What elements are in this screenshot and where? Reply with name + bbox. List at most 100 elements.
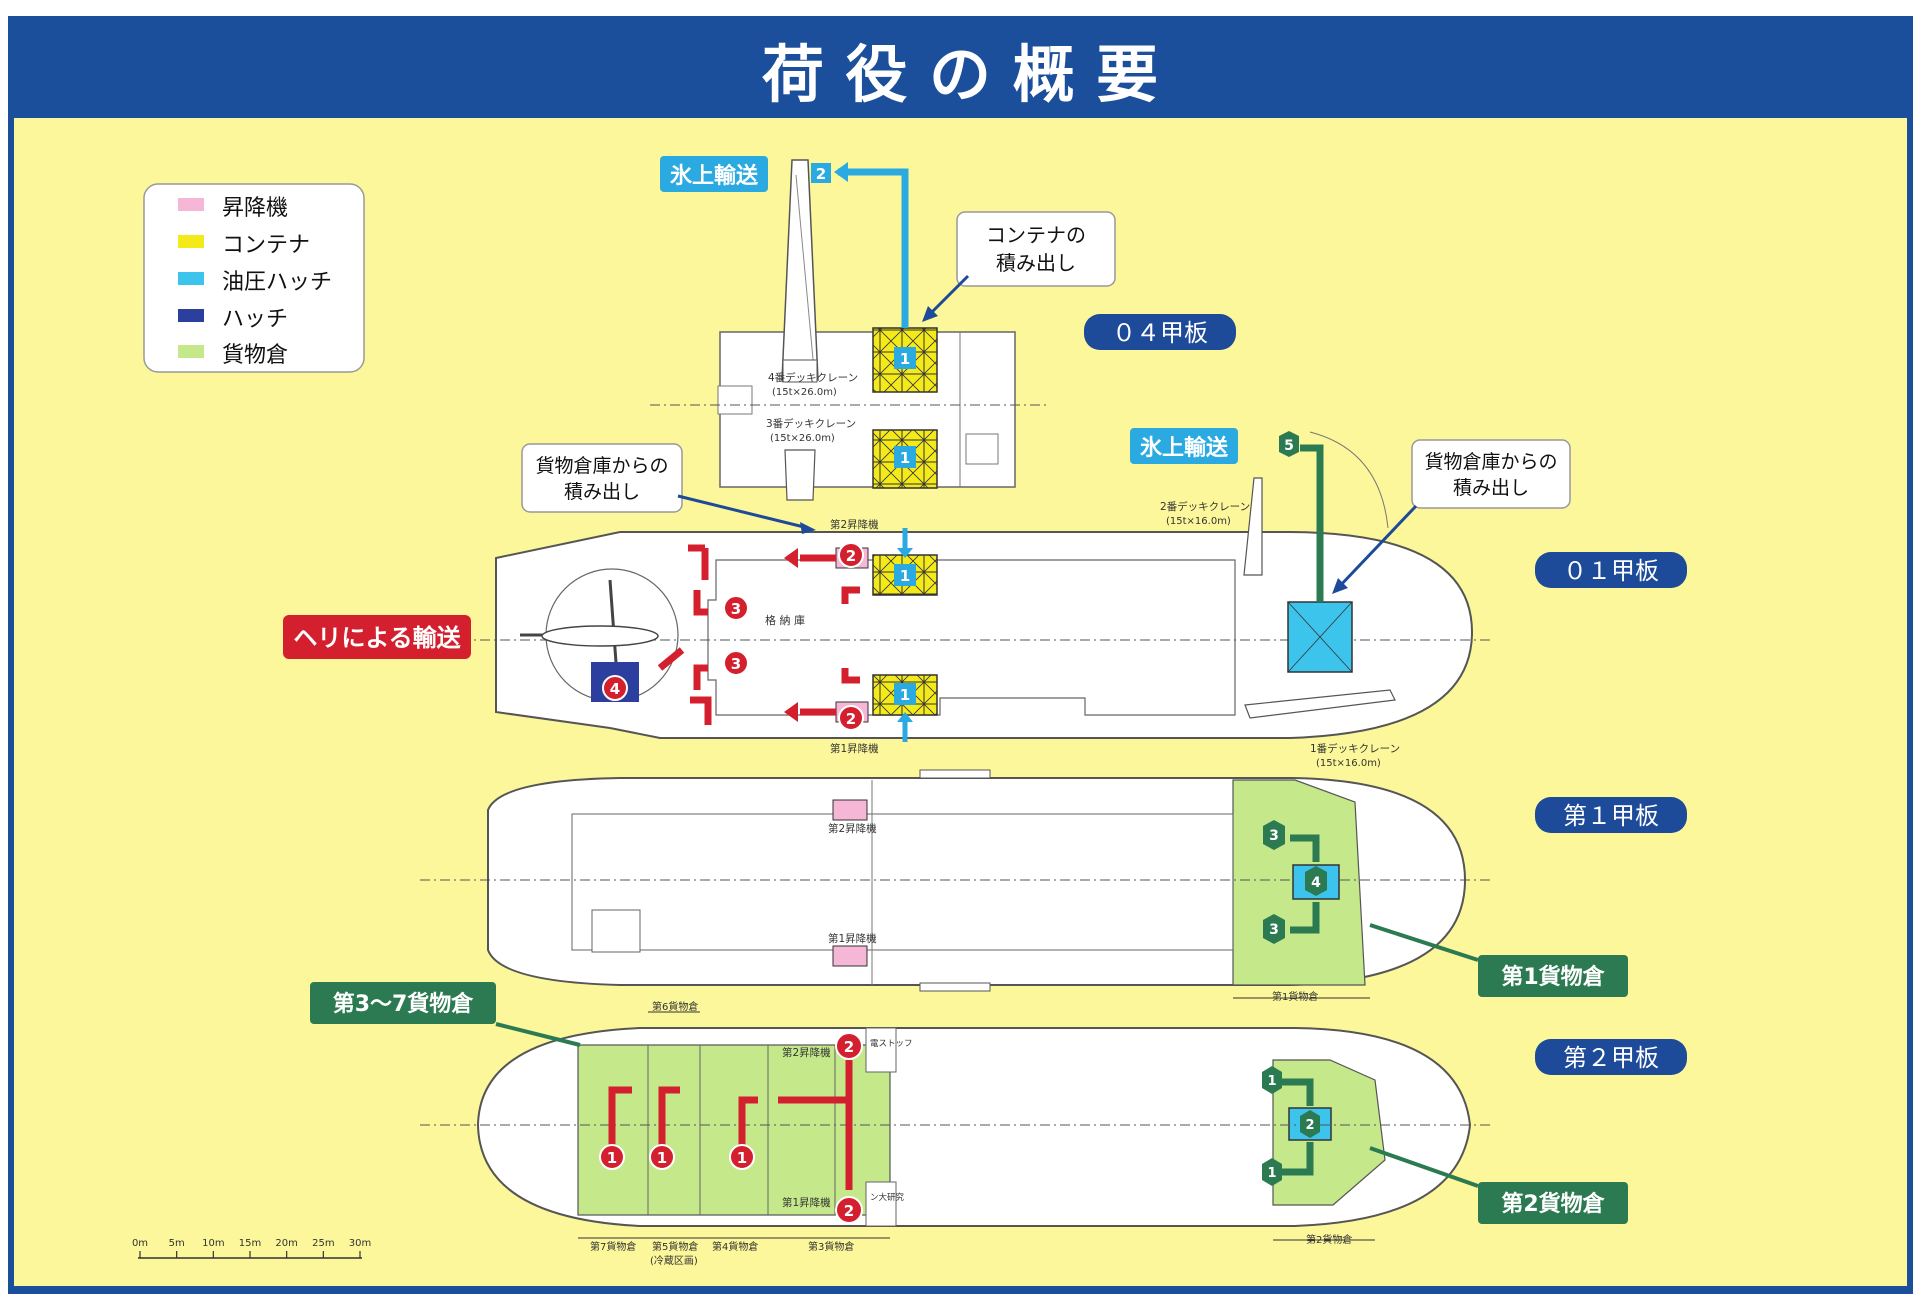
callout-container-line2: 積み出し [996, 251, 1076, 275]
marker-3-d1-upper-text: 3 [1269, 828, 1279, 844]
hold-3-7-pointer [495, 1022, 581, 1047]
deck-1-crane-rest-top [919, 769, 991, 779]
marker-1-d2-lower [1262, 1158, 1282, 1186]
hold-6-label: 第6貨物倉 [652, 1000, 698, 1013]
deck-label-1-box [1535, 797, 1687, 833]
marker-3-01-upper [723, 595, 749, 621]
elevator-2-d1 [832, 799, 868, 821]
hold-2-pointer [1369, 1146, 1479, 1188]
bracket-green-d2-lower [1282, 1142, 1314, 1176]
hold-5-label: 第5貨物倉 [652, 1240, 698, 1253]
bracket-green-d1-lower [1290, 902, 1320, 934]
marker-2-01-upper-text: 2 [846, 547, 856, 565]
hydraulic-hatch-01-cross [1287, 601, 1353, 673]
marker-1-04-lower [894, 446, 916, 468]
helicopter-body [541, 625, 659, 647]
deck-04-box [965, 433, 999, 465]
hold-1-pointer [1369, 923, 1479, 962]
legend-label-container: コンテナ [222, 233, 310, 258]
marker-1-d2-hold5 [649, 1144, 675, 1170]
crane-2-swing-arc [1309, 431, 1389, 529]
arrow-red-d2-b [658, 1086, 680, 1150]
ice-transport-top-box [660, 156, 768, 192]
page-title: 荷 役 の 概 要 [762, 38, 1158, 111]
marker-1-04-upper [894, 347, 916, 369]
marker-2-01-upper [838, 542, 864, 568]
marker-1-d2-lower-text: 1 [1267, 1166, 1276, 1181]
elevator-1-01-label: 第1昇降機 [830, 742, 879, 755]
deck-04-plan: 4番デッキクレーン (15t×26.0m) 3番デッキクレーン (15t×26.… [650, 159, 1050, 501]
legend-swatch-container [178, 235, 204, 248]
crane-2-spec: (15t×16.0m) [1166, 516, 1231, 527]
hold-1-dimension-label: 第1貨物倉 [1272, 990, 1318, 1003]
legend-swatch-elevator [178, 198, 204, 211]
step-markers: 2 1 1 1 1 2 2 3 3 4 5 3 3 4 1 1 2 1 1 [599, 163, 1327, 1186]
marker-5-ice-right-text: 5 [1284, 438, 1294, 454]
arrow-blue-01-lower-head [897, 712, 913, 722]
marker-1-d2-hold4-text: 1 [737, 1149, 747, 1167]
deck-04-box2 [717, 385, 753, 415]
deck-label-01: ０１甲板 [1563, 557, 1659, 585]
marker-1-01-lower-text: 1 [900, 686, 910, 704]
elevator-1-d1 [832, 945, 868, 967]
arrow-red-heli [657, 647, 685, 671]
marker-1-d2-upper-text: 1 [1267, 1074, 1276, 1089]
scale-tick-label: 0m [132, 1238, 148, 1249]
scale-tick-label: 25m [312, 1238, 334, 1249]
deck-2-plan: 第2昇降機 第1昇降機 電ストッフ ン大研究 第6貨物倉 第7貨物倉 第5貨物倉… [420, 1000, 1490, 1267]
legend-swatch-cargo-hold [178, 345, 204, 358]
callout-cargo-right-line2: 積み出し [1453, 477, 1529, 499]
callout-cargo-left-line2: 積み出し [564, 481, 640, 503]
marker-2-01-lower-text: 2 [846, 710, 856, 728]
hold-7-label: 第7貨物倉 [590, 1240, 636, 1253]
elevator-1-d2-label: 第1昇降機 [782, 1196, 831, 1209]
deck-labels: ０４甲板 ０１甲板 第１甲板 第２甲板 [1084, 314, 1687, 1075]
marker-1-04-lower-text: 1 [900, 449, 910, 467]
callout-cargo-left-pointer [677, 494, 809, 530]
callout-container-pointer-head [922, 306, 938, 322]
marker-3-01-lower-text: 3 [731, 655, 741, 673]
arrow-ice-transport-right [1300, 444, 1324, 602]
marker-1-01-upper [894, 564, 916, 586]
legend: 昇降機 コンテナ 油圧ハッチ ハッチ 貨物倉 [143, 183, 365, 373]
crane-4-line [795, 174, 815, 371]
marker-1-04-upper-text: 1 [900, 350, 910, 368]
marker-4-d1-text: 4 [1311, 875, 1321, 891]
elevator-2-d2-label: 第2昇降機 [782, 1046, 831, 1059]
hold-2-label: 第2貨物倉 [1501, 1191, 1605, 1217]
arrow-red-01-g [841, 586, 860, 604]
marker-3-d1-lower-text: 3 [1269, 922, 1279, 938]
heli-transport-box [283, 615, 471, 659]
callout-cargo-left-line1: 貨物倉庫からの [535, 455, 668, 477]
arrow-red-d2-a [608, 1086, 632, 1150]
marker-3-d1-upper [1263, 820, 1285, 850]
deck-label-04-box [1084, 314, 1236, 350]
crane-1-spec: (15t×16.0m) [1316, 758, 1381, 769]
crane-2-label: 2番デッキクレーン [1160, 500, 1250, 513]
legend-label-cargo-hold: 貨物倉 [222, 343, 288, 368]
arrow-red-01-f [690, 696, 712, 725]
marker-1-01-lower [894, 683, 916, 705]
marker-4-heli [602, 675, 628, 701]
deck-01-hangar-outline [707, 559, 1236, 716]
callout-cargo-right-line1: 貨物倉庫からの [1424, 451, 1557, 473]
marker-1-d2-hold4 [729, 1144, 755, 1170]
crane-2-boom [1243, 477, 1263, 576]
scale-tick-label: 30m [349, 1238, 371, 1249]
marker-1-d2-hold5-text: 1 [657, 1149, 667, 1167]
arrow-ice-transport-top [838, 168, 909, 328]
legend-label-hydraulic-hatch: 油圧ハッチ [222, 270, 332, 295]
deck-1-plan: 第2昇降機 第1昇降機 第1貨物倉 [420, 769, 1490, 1003]
hold-1-box [1478, 955, 1628, 997]
legend-swatch-hydraulic-hatch [178, 272, 204, 285]
marker-2-d2-upper [835, 1032, 863, 1060]
ice-transport-right-label: 氷上輸送 [1140, 435, 1228, 461]
callout-cargo-left-box [521, 443, 683, 513]
marker-3-01-upper-text: 3 [731, 600, 741, 618]
transport-arrows [608, 162, 1324, 1190]
legend-label-elevator: 昇降機 [222, 196, 288, 221]
crane-4-base [782, 359, 818, 383]
marker-4-heli-text: 4 [610, 680, 620, 698]
